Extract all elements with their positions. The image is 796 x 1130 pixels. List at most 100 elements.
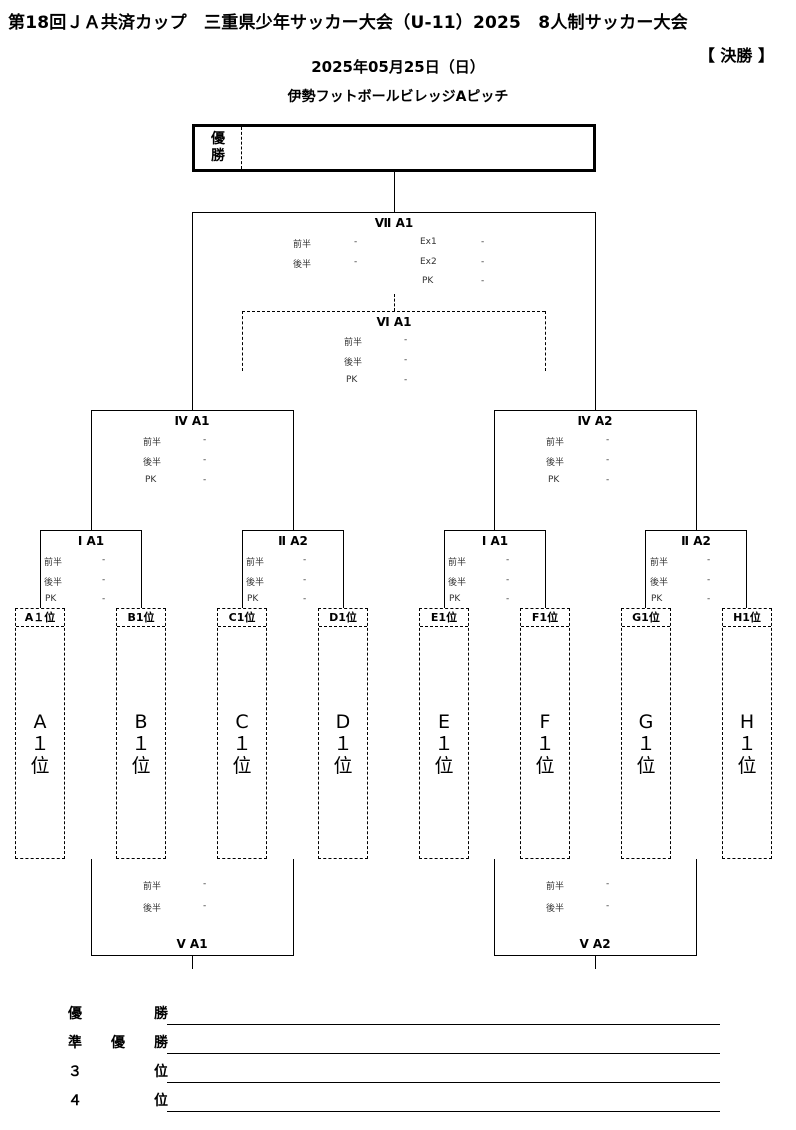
line-qf4-top bbox=[645, 530, 747, 531]
team-name: E １ 位 bbox=[420, 711, 468, 777]
match-label: Ⅶ A1 bbox=[374, 216, 414, 230]
match-label: Ⅰ A1 bbox=[77, 534, 105, 548]
tournament-title: 第18回ＪＡ共済カップ 三重県少年サッカー大会（U-11）2025 8人制サッカ… bbox=[8, 13, 688, 33]
result-line-champion bbox=[167, 1024, 720, 1025]
team-header: F1位 bbox=[521, 609, 569, 627]
team-box-h: H1位 H １ 位 bbox=[722, 608, 772, 859]
team-name: G １ 位 bbox=[622, 711, 670, 777]
team-name: H １ 位 bbox=[723, 711, 771, 777]
score-sep: - bbox=[606, 435, 610, 445]
line-qf2-top bbox=[242, 530, 344, 531]
team-box-f: F1位 F １ 位 bbox=[520, 608, 570, 859]
score-sep: - bbox=[481, 257, 485, 267]
line-qf3-top bbox=[444, 530, 546, 531]
score-sep: - bbox=[102, 594, 106, 604]
result-label: 優 勝 bbox=[68, 1003, 168, 1023]
pk-label: PK bbox=[422, 276, 434, 286]
line-semi-right-r bbox=[696, 410, 697, 530]
second-half-label: 後半 bbox=[246, 578, 265, 588]
line-qf2-r bbox=[343, 530, 344, 608]
team-rank-suffix: 位 bbox=[535, 755, 555, 777]
team-letter: A bbox=[33, 711, 47, 733]
score-sep: - bbox=[707, 594, 711, 604]
score-sep: - bbox=[481, 237, 485, 247]
extra1-label: Ex1 bbox=[420, 237, 437, 247]
team-box-c: C1位 C １ 位 bbox=[217, 608, 267, 859]
line-qf4-r bbox=[746, 530, 747, 608]
result-line-runner-up bbox=[167, 1053, 720, 1054]
score-sep: - bbox=[606, 455, 610, 465]
line-third-left bbox=[242, 311, 243, 371]
score-sep: - bbox=[606, 879, 610, 889]
team-letter: B bbox=[134, 711, 148, 733]
first-half-label: 前半 bbox=[143, 438, 162, 448]
team-header: G1位 bbox=[622, 609, 670, 627]
team-box-b: B1位 B １ 位 bbox=[116, 608, 166, 859]
line-champion-final bbox=[394, 172, 395, 212]
match-label: Ⅴ A1 bbox=[176, 937, 208, 951]
team-rank: １ bbox=[434, 733, 454, 755]
line-semi-right-top bbox=[494, 410, 697, 411]
team-rank-suffix: 位 bbox=[737, 755, 757, 777]
score-sep: - bbox=[354, 257, 358, 267]
team-name: F １ 位 bbox=[521, 711, 569, 777]
team-box-e: E1位 E １ 位 bbox=[419, 608, 469, 859]
team-rank: １ bbox=[737, 733, 757, 755]
result-label-char: ４ bbox=[68, 1093, 82, 1109]
second-half-label: 後半 bbox=[44, 578, 63, 588]
team-rank: １ bbox=[131, 733, 151, 755]
result-label-char: 位 bbox=[154, 1064, 168, 1080]
line-third-top bbox=[242, 311, 545, 312]
team-rank-suffix: 位 bbox=[333, 755, 353, 777]
line-playoff-right-r bbox=[696, 859, 697, 955]
match-label: Ⅳ A2 bbox=[577, 414, 613, 428]
first-half-label: 前半 bbox=[546, 882, 565, 892]
score-sep: - bbox=[203, 455, 207, 465]
result-label-char: 優 bbox=[111, 1035, 125, 1051]
team-letter: H bbox=[739, 711, 755, 733]
line-qf1-top bbox=[40, 530, 142, 531]
team-header: A１位 bbox=[16, 609, 64, 627]
line-qf2-l bbox=[242, 530, 243, 608]
score-sep: - bbox=[606, 475, 610, 485]
champion-box: 優 勝 bbox=[192, 124, 596, 172]
line-semi-left-l bbox=[91, 410, 92, 530]
stage-label: 【 決勝 】 bbox=[698, 46, 774, 65]
line-playoff-left-r bbox=[293, 859, 294, 955]
extra2-label: Ex2 bbox=[420, 257, 437, 267]
score-sep: - bbox=[102, 575, 106, 585]
venue-name: 伊勢フットボールビレッジAピッチ bbox=[287, 89, 509, 105]
match-label: Ⅳ A1 bbox=[174, 414, 210, 428]
score-sep: - bbox=[203, 901, 207, 911]
score-sep: - bbox=[481, 276, 485, 286]
pk-label: PK bbox=[45, 594, 57, 604]
result-label-char: 優 bbox=[68, 1006, 82, 1022]
result-label-char: 位 bbox=[154, 1093, 168, 1109]
score-sep: - bbox=[707, 555, 711, 565]
team-header: H1位 bbox=[723, 609, 771, 627]
line-playoff-right-stem bbox=[595, 955, 596, 969]
line-final-right bbox=[595, 212, 596, 410]
result-label-char: 勝 bbox=[154, 1035, 168, 1051]
first-half-label: 前半 bbox=[44, 558, 63, 568]
score-sep: - bbox=[203, 475, 207, 485]
team-name: D １ 位 bbox=[319, 711, 367, 777]
pk-label: PK bbox=[548, 475, 560, 485]
team-header: E1位 bbox=[420, 609, 468, 627]
team-rank-suffix: 位 bbox=[434, 755, 454, 777]
match-label: Ⅱ A2 bbox=[681, 534, 711, 548]
champion-label: 優 勝 bbox=[195, 127, 242, 169]
team-name: B １ 位 bbox=[117, 711, 165, 777]
first-half-label: 前半 bbox=[650, 558, 669, 568]
second-half-label: 後半 bbox=[650, 578, 669, 588]
second-half-label: 後半 bbox=[546, 458, 565, 468]
score-sep: - bbox=[404, 355, 408, 365]
team-letter: G bbox=[638, 711, 654, 733]
second-half-label: 後半 bbox=[143, 458, 162, 468]
line-qf1-l bbox=[40, 530, 41, 608]
match-date: 2025年05月25日（日） bbox=[311, 58, 485, 76]
result-line-third bbox=[167, 1082, 720, 1083]
score-sep: - bbox=[404, 375, 408, 385]
team-header: C1位 bbox=[218, 609, 266, 627]
pk-label: PK bbox=[346, 375, 358, 385]
